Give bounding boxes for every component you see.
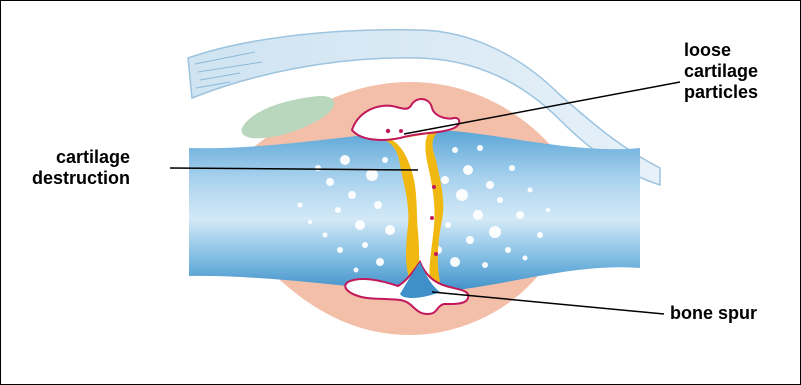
label-bone-spur: bone spur xyxy=(670,303,757,324)
label-cartilage-destruction: cartilage destruction xyxy=(32,147,130,189)
label-loose-cartilage-particles: loose cartilage particles xyxy=(684,40,758,103)
